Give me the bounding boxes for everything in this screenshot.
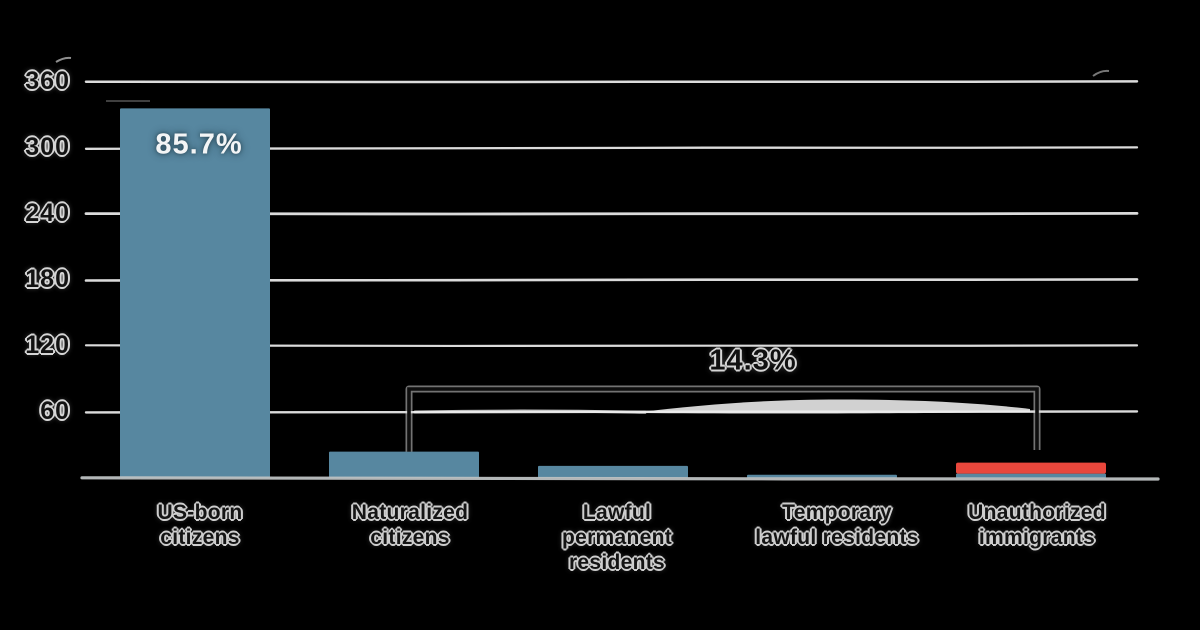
x-axis-label-line: residents: [568, 551, 666, 574]
baseline: [80, 476, 1160, 481]
x-axis-label-line: citizens: [370, 526, 450, 549]
x-axis-label-line: citizens: [160, 526, 240, 549]
x-axis-label-line: Lawful: [582, 501, 652, 524]
bracket-value-label: 14.3%: [709, 344, 797, 377]
y-tick-label-60: 60: [40, 396, 70, 425]
y-tick-label-240: 240: [25, 198, 70, 227]
baseline-group: [80, 476, 1160, 481]
x-axis-label-line: Temporary: [782, 501, 892, 524]
bracket-halo: [405, 385, 1041, 452]
x-axis-label-line: immigrants: [978, 526, 1096, 549]
x-axis-label-line: Unauthorized: [968, 501, 1106, 524]
bar-us-born-citizens[interactable]: [120, 108, 270, 479]
sketch-mark-top-right: [1092, 69, 1110, 77]
smudge-blob: [640, 399, 1030, 414]
bar-unauthorized-immigrants-base[interactable]: [956, 473, 1106, 478]
y-tick-label-300: 300: [25, 132, 70, 161]
bracket-annotation: [405, 385, 1041, 452]
bar-unauthorized-immigrants-highlight[interactable]: [956, 462, 1106, 474]
x-axis-label-line: US-born: [157, 501, 243, 524]
x-axis-label-line: lawful residents: [755, 526, 919, 549]
x-axis-label-line: Naturalized: [351, 501, 469, 524]
sketch-smudge: [413, 399, 1030, 414]
bar-value-label: 85.7%: [155, 128, 243, 161]
smudge-wisp: [413, 409, 647, 414]
y-tick-label-120: 120: [25, 330, 70, 359]
bars-group: [120, 108, 1106, 479]
sketch-artifacts: [55, 56, 1110, 102]
gridline-360: [84, 80, 1139, 84]
y-tick-label-180: 180: [25, 264, 70, 293]
bar-lawful-permanent-residents[interactable]: [538, 465, 688, 478]
bracket-line: [407, 387, 1039, 452]
x-axis-label-line: permanent: [561, 526, 673, 549]
y-tick-label-360: 360: [25, 66, 70, 95]
bar-naturalized-citizens[interactable]: [329, 451, 479, 478]
bar-temporary-lawful-residents[interactable]: [747, 474, 897, 478]
sketch-mark-top-left: [55, 56, 72, 63]
